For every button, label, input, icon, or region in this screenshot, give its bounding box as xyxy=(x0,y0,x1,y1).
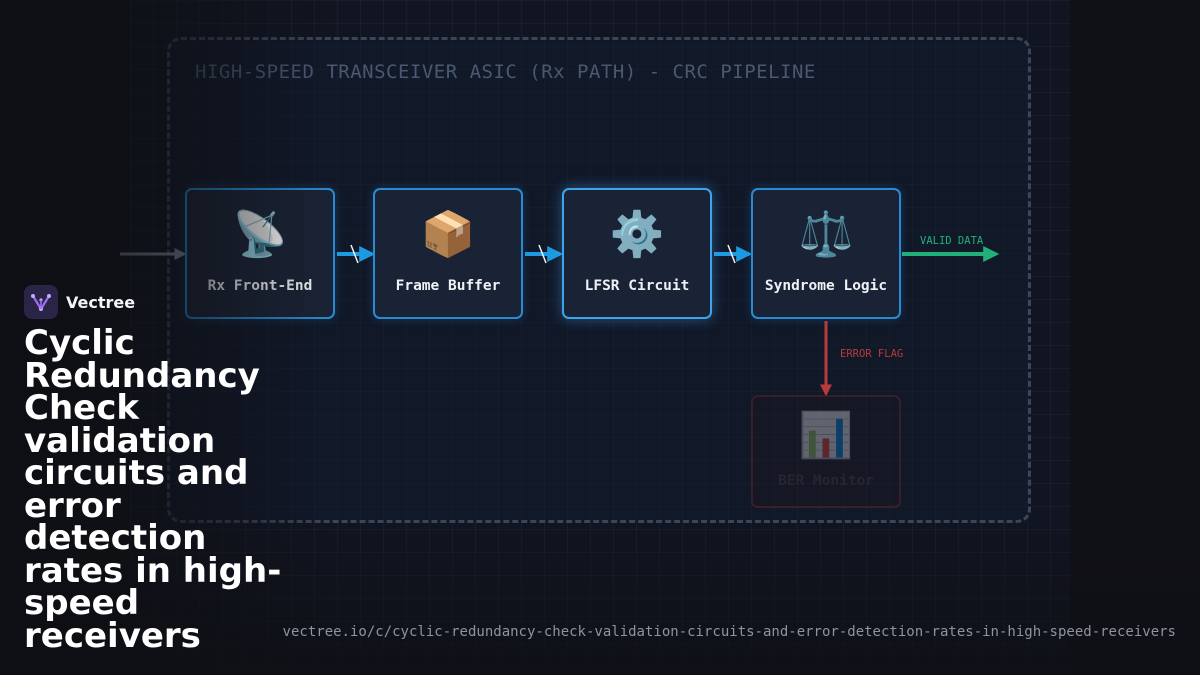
brand[interactable]: Vectree xyxy=(24,285,135,319)
balance-scale-icon: ⚖️ xyxy=(798,209,854,260)
node-label: Rx Front-End xyxy=(207,278,313,294)
source-url[interactable]: vectree.io/c/cyclic-redundancy-check-val… xyxy=(282,624,1176,640)
node-frame-buffer[interactable]: 📦 Frame Buffer xyxy=(373,188,523,319)
node-label: Frame Buffer xyxy=(395,278,501,294)
node-label: LFSR Circuit xyxy=(584,278,690,294)
node-lfsr-circuit[interactable]: ⚙️ LFSR Circuit xyxy=(562,188,712,319)
node-label: BER Monitor xyxy=(777,473,875,489)
vectree-logo-icon xyxy=(24,285,58,319)
valid-data-label: VALID DATA xyxy=(920,235,984,247)
error-flag-label: ERROR FLAG xyxy=(840,348,904,360)
node-label: Syndrome Logic xyxy=(764,278,888,294)
brand-name: Vectree xyxy=(66,292,136,312)
satellite-dish-icon: 📡 xyxy=(232,209,288,260)
bar-chart-icon: 📊 xyxy=(798,410,854,461)
node-rx-front-end[interactable]: 📡 Rx Front-End xyxy=(185,188,335,319)
node-ber-monitor[interactable]: 📊 BER Monitor xyxy=(751,395,901,508)
package-icon: 📦 xyxy=(420,209,476,260)
gear-icon: ⚙️ xyxy=(609,209,665,260)
page-title: Cyclic Redundancy Check validation circu… xyxy=(24,323,282,656)
node-syndrome-logic[interactable]: ⚖️ Syndrome Logic xyxy=(751,188,901,319)
